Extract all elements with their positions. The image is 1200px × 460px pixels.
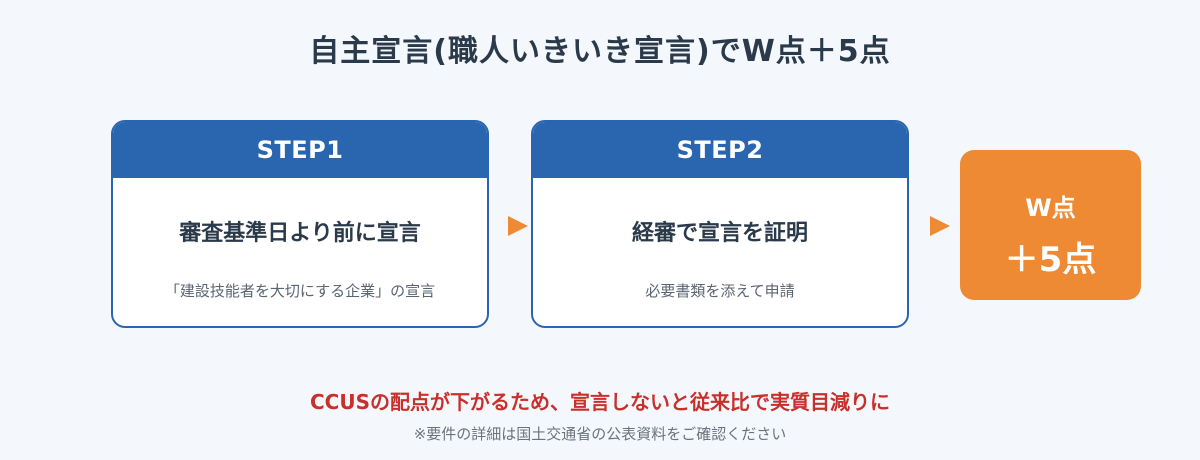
step1-main-text: 審査基準日より前に宣言 [179, 221, 421, 246]
step1-header: STEP1 [113, 122, 487, 178]
arrow-right-icon [930, 216, 950, 236]
step2-card: STEP2 経審で宣言を証明 必要書類を添えて申請 [531, 120, 909, 328]
step1-sub-text: 「建設技能者を大切にする企業」の宣言 [164, 282, 436, 300]
result-box: W点 ＋5点 [960, 150, 1141, 300]
result-value: ＋5点 [1004, 240, 1097, 280]
page-title: 自主宣言(職人いきいき宣言)でW点＋5点 [309, 34, 891, 69]
warning-note: CCUSの配点が下がるため、宣言しないと従来比で実質目減りに [310, 390, 890, 414]
step1-card: STEP1 審査基準日より前に宣言 「建設技能者を大切にする企業」の宣言 [111, 120, 489, 328]
reference-note: ※要件の詳細は国土交通省の公表資料をご確認ください [413, 425, 787, 443]
result-label: W点 [1025, 194, 1076, 222]
arrow-right-icon [508, 216, 528, 236]
step2-main-text: 経審で宣言を証明 [631, 221, 808, 246]
step2-header: STEP2 [533, 122, 907, 178]
step2-sub-text: 必要書類を添えて申請 [645, 282, 795, 300]
